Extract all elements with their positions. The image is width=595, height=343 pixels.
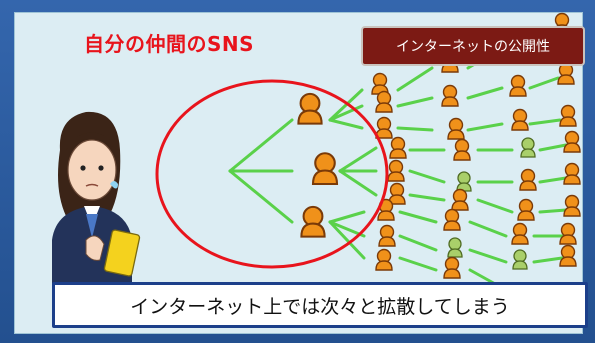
- topic-badge: インターネットの公開性: [361, 26, 585, 66]
- caption-box: インターネット上では次々と拡散してしまう: [52, 282, 588, 328]
- student-girl-illustration: [52, 111, 141, 290]
- diffusion-links: [228, 26, 568, 302]
- highlight-circle: [155, 79, 389, 269]
- sns-title: 自分の仲間のSNS: [84, 32, 255, 56]
